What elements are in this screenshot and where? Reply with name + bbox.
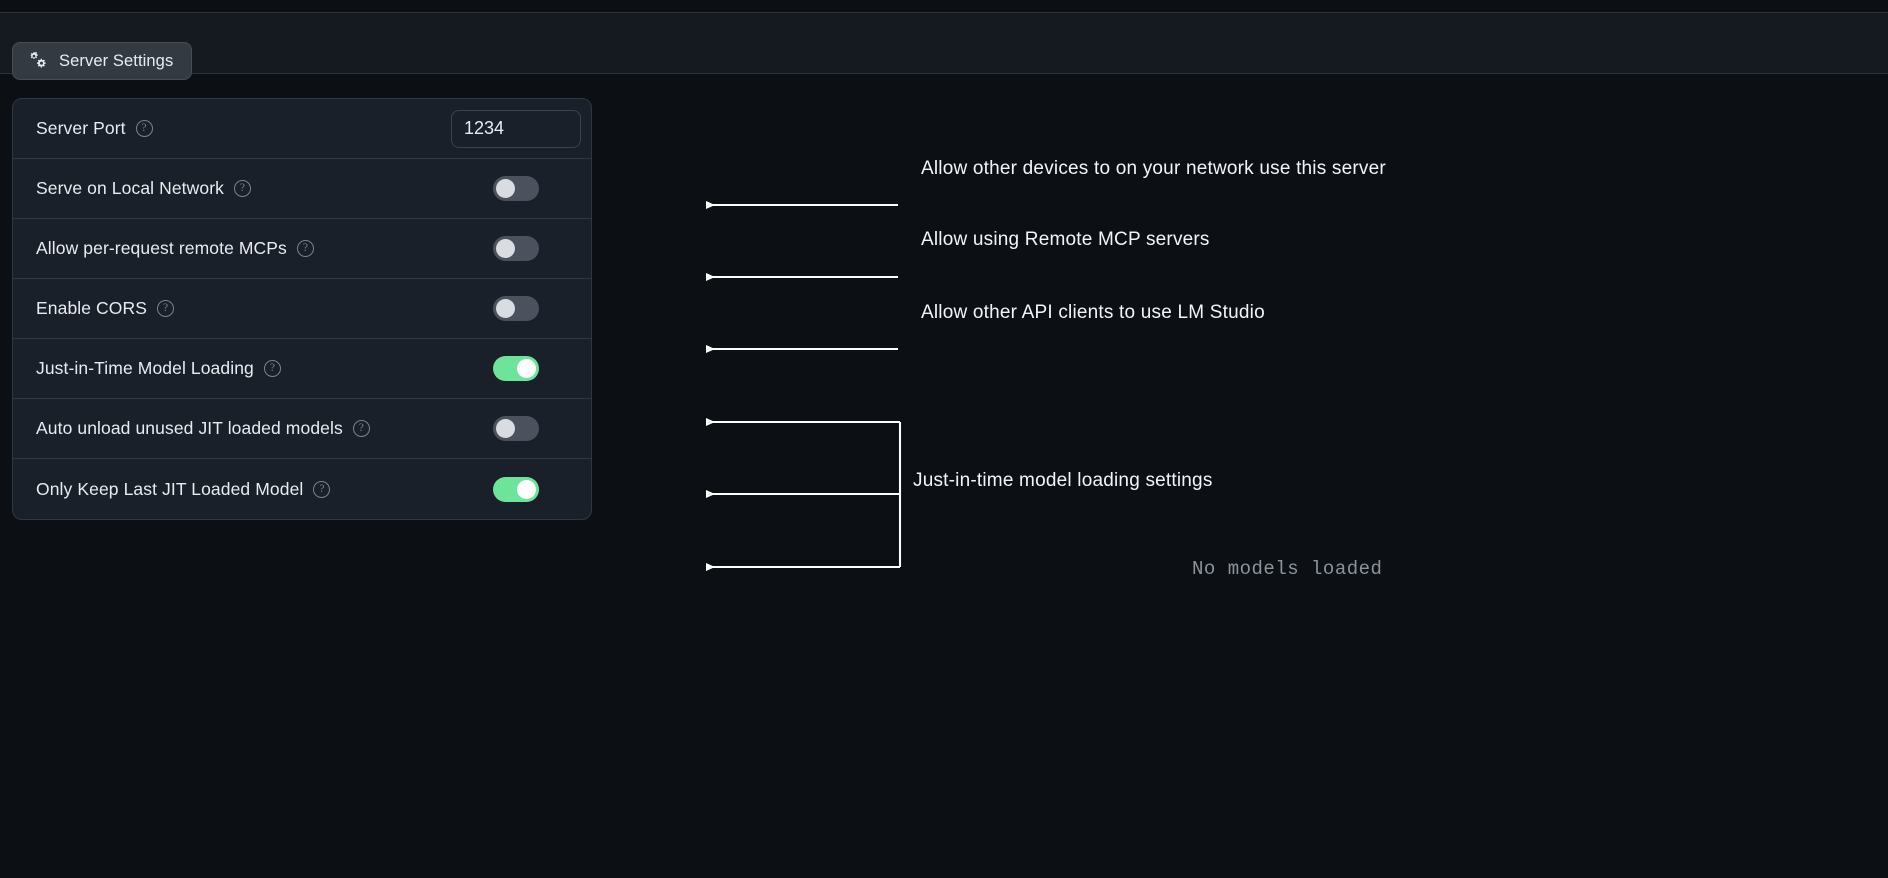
- help-icon[interactable]: ?: [157, 300, 175, 317]
- help-icon[interactable]: ?: [135, 120, 153, 137]
- tab-server-settings[interactable]: Server Settings: [12, 42, 193, 80]
- toggle-knob: [496, 239, 515, 258]
- row-control: [493, 476, 581, 502]
- row-control: [493, 356, 581, 381]
- row-control: [493, 236, 581, 261]
- row-just-in-time-model-loading: Just-in-Time Model Loading ?: [13, 339, 591, 399]
- tab-label: Server Settings: [59, 51, 174, 70]
- server-port-input[interactable]: [451, 109, 581, 148]
- help-icon[interactable]: ?: [233, 180, 251, 197]
- row-control: [493, 416, 581, 441]
- toggle-only-keep-last-jit-loaded-model[interactable]: [493, 476, 539, 502]
- row-server-port: Server Port ?: [13, 99, 591, 159]
- row-label: Serve on Local Network: [36, 178, 224, 198]
- row-label: Only Keep Last JIT Loaded Model: [36, 478, 304, 499]
- row-label: Just-in-Time Model Loading: [36, 358, 254, 378]
- toggle-knob: [496, 179, 515, 198]
- row-control: [451, 109, 581, 148]
- row-only-keep-last-jit-loaded-model: Only Keep Last JIT Loaded Model ?: [13, 459, 591, 519]
- help-icon[interactable]: ?: [263, 360, 281, 377]
- toggle-just-in-time-model-loading[interactable]: [493, 356, 539, 381]
- row-label: Auto unload unused JIT loaded models: [36, 418, 343, 438]
- row-enable-cors: Enable CORS ?: [13, 279, 591, 339]
- header-bar: Server Settings: [0, 12, 1888, 80]
- no-models-loaded-status: No models loaded: [1192, 558, 1383, 580]
- row-serve-on-local-network: Serve on Local Network ?: [13, 159, 591, 219]
- help-icon[interactable]: ?: [313, 480, 331, 498]
- server-settings-panel: Server Port ? Serve on Local Network ? A…: [12, 98, 592, 520]
- gears-icon: [27, 51, 49, 71]
- toggle-knob: [496, 299, 515, 318]
- help-icon[interactable]: ?: [296, 240, 314, 257]
- row-label: Allow per-request remote MCPs: [36, 238, 287, 258]
- toggle-enable-cors[interactable]: [493, 296, 539, 321]
- annotation-label-remote-mcps: Allow using Remote MCP servers: [921, 229, 1210, 250]
- toggle-allow-per-request-remote-mcps[interactable]: [493, 236, 539, 261]
- toggle-knob: [517, 359, 536, 378]
- toggle-auto-unload-unused-jit-loaded-models[interactable]: [493, 416, 539, 441]
- toggle-knob: [496, 419, 515, 438]
- annotation-label-serve-on-local-network: Allow other devices to on your network u…: [921, 158, 1386, 179]
- row-auto-unload-unused-jit-loaded-models: Auto unload unused JIT loaded models ?: [13, 399, 591, 459]
- row-control: [493, 296, 581, 321]
- row-label: Enable CORS: [36, 298, 148, 318]
- help-icon[interactable]: ?: [352, 420, 370, 437]
- annotation-label-jit-settings: Just-in-time model loading settings: [913, 470, 1213, 491]
- row-allow-per-request-remote-mcps: Allow per-request remote MCPs ?: [13, 219, 591, 279]
- row-control: [493, 176, 581, 201]
- row-label: Server Port: [36, 118, 126, 138]
- window-top-strip: [0, 0, 1888, 12]
- toggle-knob: [517, 479, 536, 499]
- toggle-serve-on-local-network[interactable]: [493, 176, 539, 201]
- annotation-label-enable-cors: Allow other API clients to use LM Studio: [921, 302, 1265, 323]
